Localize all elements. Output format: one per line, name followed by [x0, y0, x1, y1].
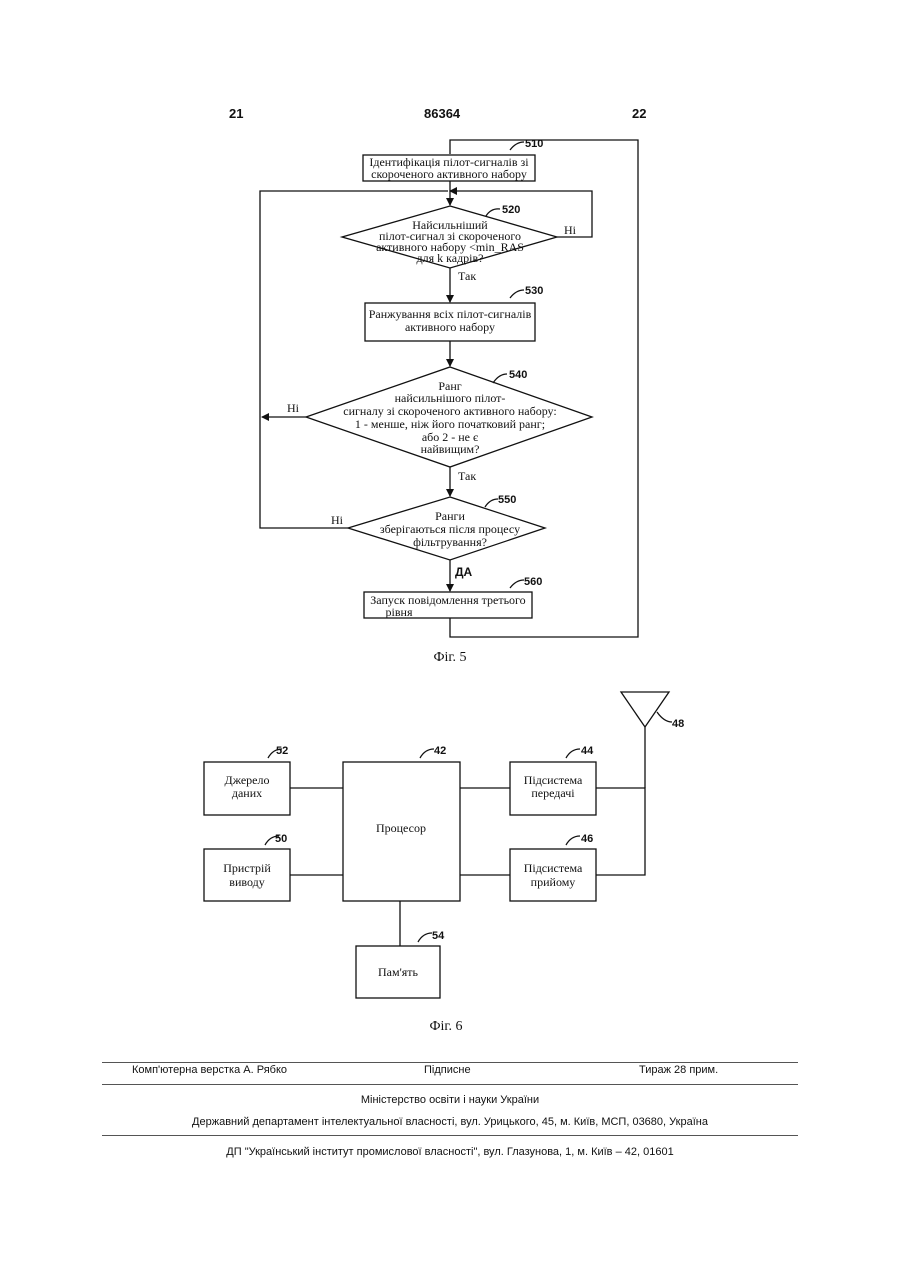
ref-520: 520	[502, 204, 520, 216]
decision-550-line2: зберігаються після процесу	[380, 522, 520, 536]
box-52-line1: Джерело	[225, 773, 270, 787]
leader-44	[566, 749, 580, 758]
leader-48	[657, 712, 672, 722]
footer-ministry: Міністерство освіти і науки України	[0, 1094, 900, 1106]
decision-520-yes-label: Так	[458, 269, 476, 283]
leader-560	[510, 580, 524, 588]
leader-46	[566, 836, 580, 845]
leader-550	[485, 499, 498, 507]
leader-540	[493, 374, 507, 383]
leader-42	[420, 749, 434, 758]
box-54-label: Пам'ять	[378, 965, 419, 979]
decision-520-line4: для k кадрів?	[416, 251, 483, 265]
footer-typesetter: Комп'ютерна верстка А. Рябко	[132, 1064, 287, 1076]
fig6-block-diagram	[204, 692, 672, 998]
decision-550-line1: Ранги	[435, 509, 465, 523]
decision-550-yes-label: ДА	[455, 565, 473, 579]
leader-520	[486, 209, 500, 216]
ref-44: 44	[581, 745, 594, 757]
ref-530: 530	[525, 285, 543, 297]
ref-550: 550	[498, 494, 516, 506]
box-50-line2: виводу	[229, 875, 264, 889]
box-530-line1: Ранжування всіх пілот-сигналів	[369, 307, 532, 321]
box-510-line2: скороченого активного набору	[371, 167, 527, 181]
footer-rule-middle	[102, 1084, 798, 1085]
footer-rule-top	[102, 1062, 798, 1063]
footer-circulation: Тираж 28 прим.	[639, 1064, 718, 1076]
decision-540-line3: сигналу зі скороченого активного набору:	[343, 404, 556, 418]
footer-institute: ДП "Український інститут промислової вла…	[0, 1146, 900, 1158]
ref-510: 510	[525, 138, 543, 150]
decision-540-no-label: Ні	[287, 401, 300, 415]
ref-50: 50	[275, 833, 287, 845]
fig6-caption: Фіг. 6	[429, 1019, 462, 1034]
decision-550-line3: фільтрування?	[413, 535, 487, 549]
footer-rule-bottom	[102, 1135, 798, 1136]
box-50-line1: Пристрій	[223, 861, 271, 875]
ref-42: 42	[434, 745, 446, 757]
decision-540-line2: найсильнішого пілот-	[395, 391, 506, 405]
ref-52: 52	[276, 745, 288, 757]
ref-46: 46	[581, 833, 593, 845]
box-44-line1: Підсистема	[524, 773, 583, 787]
leader-510	[510, 142, 524, 150]
decision-550-no-label: Ні	[331, 513, 344, 527]
box-530-line2: активного набору	[405, 320, 495, 334]
antenna-icon	[621, 692, 669, 727]
box-46-line1: Підсистема	[524, 861, 583, 875]
box-52-line2: даних	[232, 786, 262, 800]
leader-530	[510, 290, 524, 298]
box-44-line2: передачі	[531, 786, 575, 800]
decision-540-line4: 1 - менше, ніж його початковий ранг;	[355, 417, 545, 431]
footer-signed: Підписне	[424, 1064, 471, 1076]
ref-54: 54	[432, 930, 445, 942]
ref-560: 560	[524, 576, 542, 588]
leader-54	[418, 933, 432, 942]
decision-540-yes-label: Так	[458, 469, 476, 483]
decision-540-line6: найвищим?	[421, 442, 480, 456]
ref-48: 48	[672, 718, 684, 730]
decision-520-no-label: Ні	[564, 223, 577, 237]
box-42-label: Процесор	[376, 821, 426, 835]
link-antenna-bus	[596, 788, 645, 875]
ref-540: 540	[509, 369, 527, 381]
fig5-caption: Фіг. 5	[433, 650, 466, 665]
box-46-line2: прийому	[531, 875, 576, 889]
box-560-line2: рівня	[386, 605, 413, 619]
footer-department: Державний департамент інтелектуальної вл…	[0, 1116, 900, 1128]
